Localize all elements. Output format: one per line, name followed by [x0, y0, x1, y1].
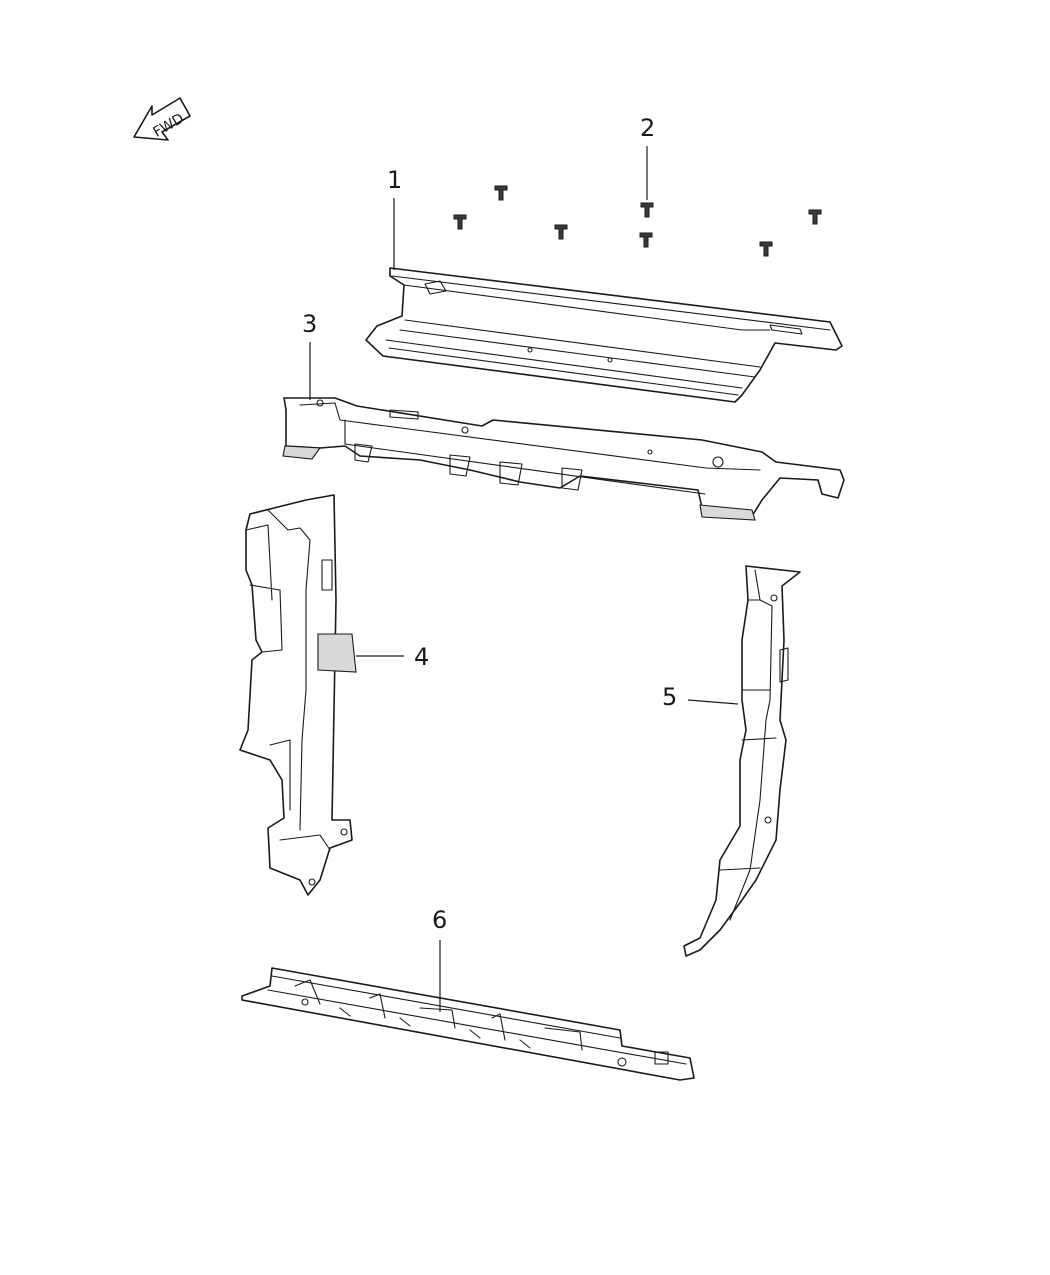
push-pin-3: [554, 224, 568, 240]
callout-label-3: 3: [302, 310, 317, 338]
right-air-baffle: [683, 565, 801, 957]
callout-6: 6: [432, 906, 447, 1012]
callout-label-2: 2: [640, 114, 655, 142]
push-pin-6: [808, 209, 822, 225]
lower-air-deflector: [241, 967, 695, 1081]
callout-3: 3: [302, 310, 317, 400]
callout-label-5: 5: [662, 683, 677, 711]
callout-label-6: 6: [432, 906, 447, 934]
left-air-baffle: [239, 494, 357, 896]
push-pin-2: [453, 214, 467, 230]
callout-1: 1: [387, 166, 402, 270]
callout-4: 4: [356, 643, 429, 671]
upper-air-deflector: [365, 267, 843, 403]
push-pin-fasteners: [453, 185, 822, 257]
push-pin-5: [639, 232, 653, 248]
callout-label-4: 4: [414, 643, 429, 671]
push-pin-4: [640, 202, 654, 218]
callout-label-1: 1: [387, 166, 402, 194]
push-pin-1: [494, 185, 508, 201]
callout-2: 2: [640, 114, 655, 200]
push-pin-7: [759, 241, 773, 257]
forward-arrow-icon: FWD: [133, 97, 191, 141]
upper-radiator-support: [282, 397, 845, 521]
callout-5: 5: [662, 683, 739, 711]
